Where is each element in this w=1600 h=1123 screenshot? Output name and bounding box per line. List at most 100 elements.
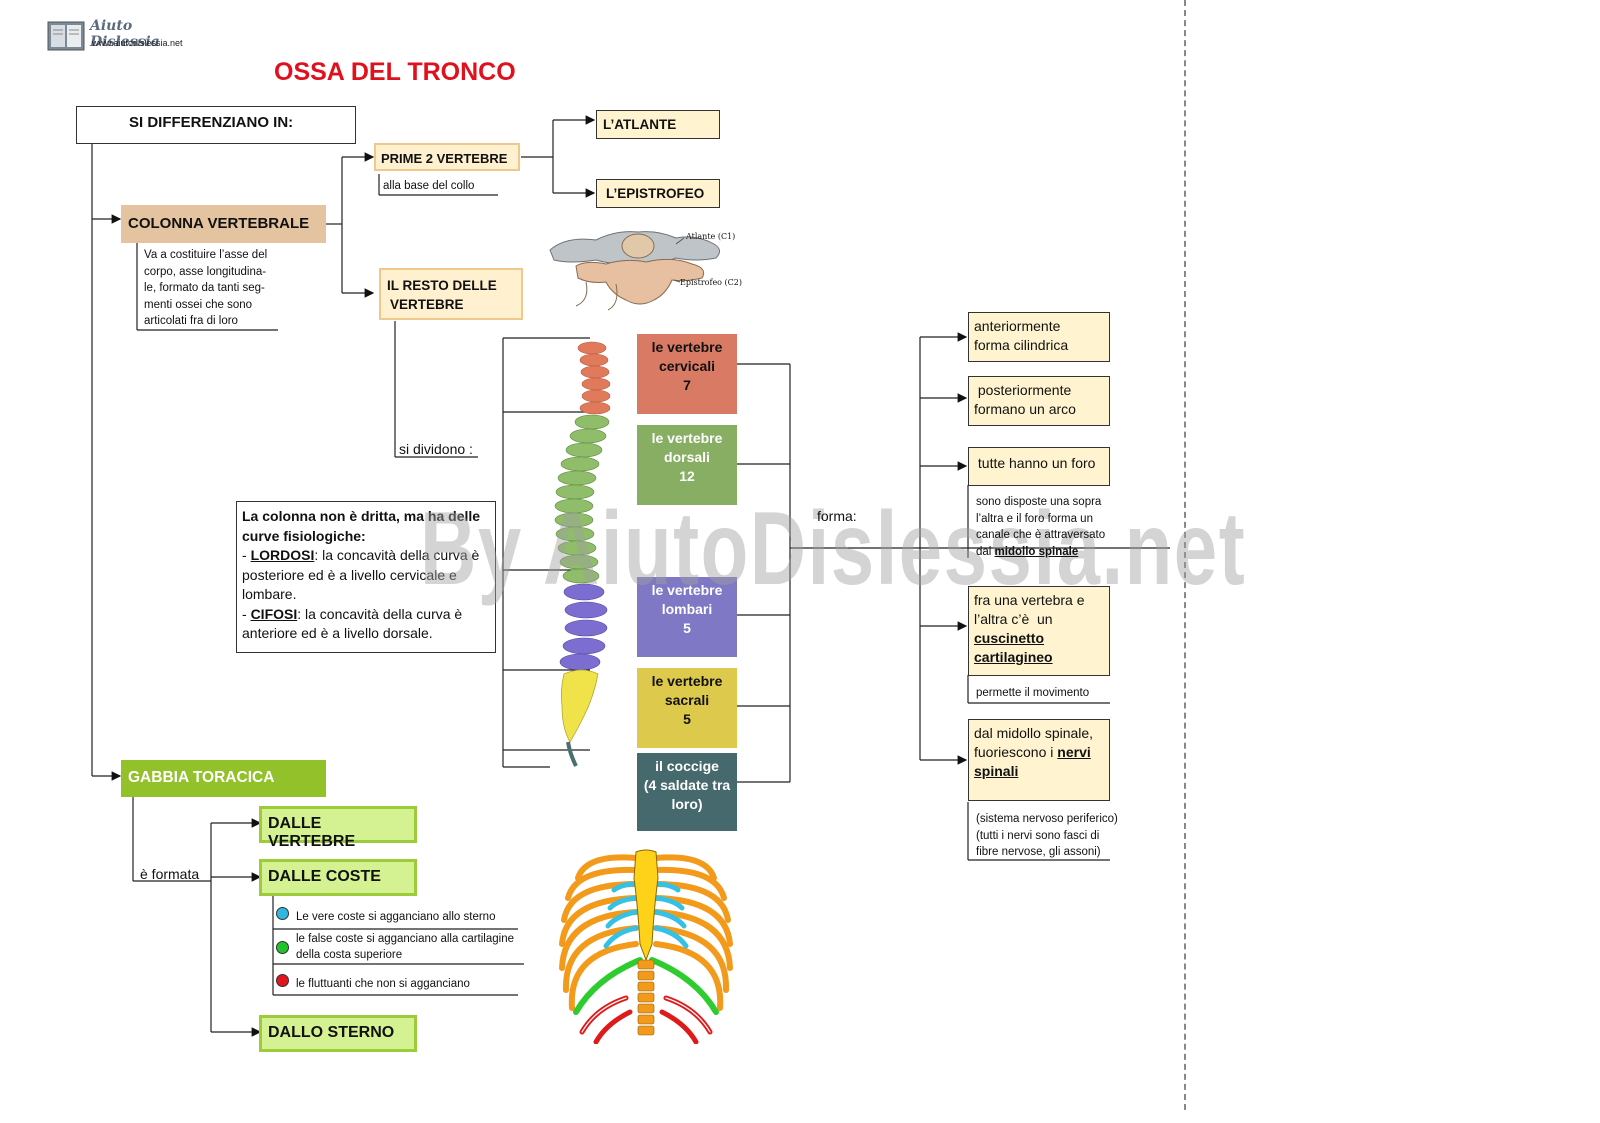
root-node: SI DIFFERENZIANO IN: [76,106,356,144]
vertebre-dorsali-l3: 12 [679,468,695,484]
colonna-desc: Va a costituire l’asse del corpo, asse l… [144,247,267,330]
colonna-desc-line: corpo, asse longitudina- [144,265,267,278]
colonna-desc-line: articolati fra di loro [144,315,238,327]
forma-label: forma: [817,508,857,524]
spine-icon [554,341,611,767]
vertebre-dorsali: le vertebre dorsali 12 [637,425,737,505]
coccige-l2: (4 saldate tra [643,777,731,793]
cuscinetto-note: permette il movimento [976,687,1090,699]
forma-item-foro: tutte hanno un foro [968,447,1110,486]
colonna-desc-line: Va a costituire l’asse del [144,249,268,261]
curve-box: La colonna non è dritta, ma ha delle cur… [236,501,496,653]
logo-url: www.aiutodislessia.net [92,38,183,48]
vertebre-lombari-l1: le vertebre [651,582,723,598]
resto-node: IL RESTO DELLE VERTEBRE [379,268,523,320]
forma-item-arco: posteriormente formano un arco [968,376,1110,426]
foro-note-line: canale che è attraversato [976,529,1106,541]
vertebre-sacrali: le vertebre sacrali 5 [637,668,737,748]
dallo-sterno-node: DALLO STERNO [259,1015,417,1052]
cuscinetto-line: l’altra c’è un [974,611,1053,627]
resto-label-2: VERTEBRE [390,297,464,312]
epistrofeo-label: L’EPISTROFEO [606,186,705,201]
dalle-vertebre-node: DALLE VERTEBRE [259,806,417,850]
epistrofeo-node: L’EPISTROFEO [596,179,720,208]
forma-item-cuscinetto: fra una vertebra e l’altra c’è un cuscin… [968,586,1110,676]
ribcage-icon [559,849,733,1045]
atlante-label: L’ATLANTE [603,117,677,132]
prime-label: PRIME 2 VERTEBRE [381,151,508,166]
coccige-l1: il coccige [655,758,719,774]
colonna-node: COLONNA VERTEBRALE [121,205,326,243]
vertebre-cervicali-l2: cervicali [658,358,716,374]
dalle-coste-node: DALLE COSTE [259,859,417,896]
false-coste-text: le false coste si agganciano alla cartil… [296,931,514,963]
nervi-note-line: (sistema nervoso periferico) [976,813,1118,825]
nervi-note: (sistema nervoso periferico) (tutti i ne… [976,811,1118,861]
forma-item-line: forma cilindrica [974,337,1069,353]
fluttuanti-text: le fluttuanti che non si agganciano [296,978,470,990]
nervi-line: dal midollo spinale, [974,725,1094,741]
colonna-label: COLONNA VERTEBRALE [128,215,310,232]
midollo-spinale-term: midollo spinale [994,545,1079,558]
page-separator [1184,0,1186,1110]
ribcage-illustration [556,848,736,1045]
spinali-term: spinali [974,763,1019,779]
forma-item-cilindrica: anteriormente forma cilindrica [968,312,1110,362]
dallo-sterno-label: DALLO STERNO [268,1024,395,1041]
foro-note-line: sono disposte una sopra [976,496,1102,508]
nervi-note-line: (tutti i nervi sono fasci di [976,829,1100,842]
vertebre-cervicali: le vertebre cervicali 7 [637,334,737,414]
gabbia-node: GABBIA TORACICA [121,760,326,797]
foro-note-line: dal [976,545,995,558]
atlas-axis-illustration: Atlante (C1) Epistrofeo (C2) [546,222,746,314]
vertebre-lombari-l3: 5 [683,620,691,636]
vertebrae-c1-c2-icon [549,231,720,311]
forma-item-line: formano un arco [974,401,1076,417]
vertebre-cervicali-l3: 7 [683,377,691,393]
dalle-coste-label: DALLE COSTE [268,868,381,885]
forma-item-nervi: dal midollo spinale, fuoriescono i nervi… [968,719,1110,801]
lordosi-term: LORDOSI [250,547,315,563]
si-dividono: si dividono : [399,441,473,457]
root-label: SI DIFFERENZIANO IN: [129,114,294,131]
vertebre-sacrali-l3: 5 [683,711,691,727]
vertebre-dorsali-l1: le vertebre [651,430,723,446]
false-coste-line: le false coste si agganciano alla cartil… [296,933,514,945]
c1-label: Atlante (C1) [686,232,736,241]
forma-item-line: tutte hanno un foro [974,455,1096,471]
colonna-desc-line: menti ossei che sono [144,298,253,311]
nervi-line: fuoriescono i [974,744,1058,760]
forma-item-line: posteriormente [974,382,1072,398]
logo: Aiuto Dislessia www.aiutodislessia.net [46,16,200,54]
fluttuanti-dot-icon [276,974,289,987]
nervi-term: nervi [1057,744,1091,760]
curve-intro: La colonna non è dritta, ma ha delle cur… [242,508,481,544]
vere-coste-text: Le vere coste si agganciano allo sterno [296,911,496,923]
cartilagineo-term: cartilagineo [974,649,1053,665]
atlante-node: L’ATLANTE [596,110,720,139]
vertebre-lombari-l2: lombari [661,601,713,617]
spine-illustration [540,340,630,770]
forma-item-line: anteriormente [974,318,1061,334]
vere-coste-dot-icon [276,907,289,920]
prime-note: alla base del collo [383,180,475,192]
colonna-desc-line: le, formato da tanti seg- [144,282,265,294]
cifosi-text: : la concavità della curva è anteriore e… [242,605,463,642]
false-coste-line: della costa superiore [296,949,403,961]
foro-note-line: l’altra e il foro forma un [976,512,1093,525]
page-title: OSSA DEL TRONCO [274,58,516,86]
e-formata: è formata [140,866,200,882]
prime-node: PRIME 2 VERTEBRE [374,143,520,171]
dalle-vertebre-label: DALLE VERTEBRE [268,815,356,850]
logo-text: Aiuto Dislessia [90,18,160,50]
cifosi-term: CIFOSI [250,605,298,622]
vertebre-dorsali-l2: dorsali [664,449,710,465]
vertebre-cervicali-l1: le vertebre [651,339,723,355]
coccige-l3: loro) [671,796,703,812]
vertebre-sacrali-l2: sacrali [664,692,710,708]
cuscinetto-line: fra una vertebra e [974,592,1085,608]
resto-label-1: IL RESTO DELLE [387,278,497,293]
false-coste-dot-icon [276,941,289,954]
cuscinetto-term: cuscinetto [974,630,1045,646]
